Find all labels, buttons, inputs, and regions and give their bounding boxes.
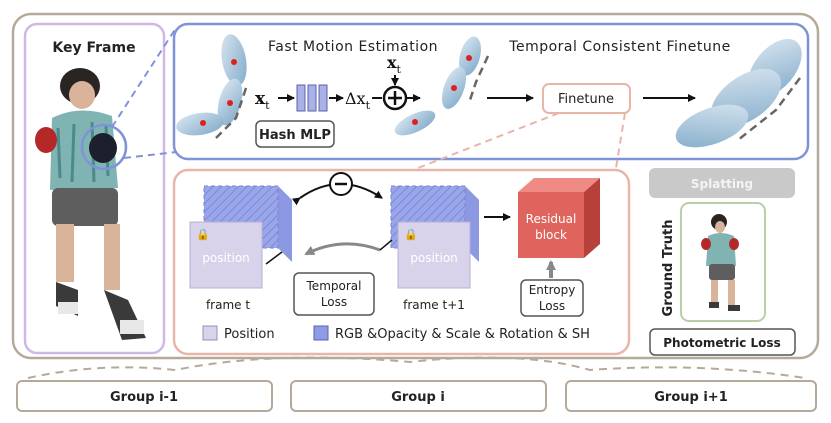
zoom-line-top xyxy=(111,27,177,128)
input-x-label: xt xyxy=(255,89,270,112)
group-prev xyxy=(16,380,273,412)
gaussian-cluster-input xyxy=(176,34,248,139)
detail-line-left xyxy=(417,112,560,169)
photometric-loss-box xyxy=(649,328,796,356)
add-x-label: xt xyxy=(387,53,402,76)
temporal-finetune-title: Temporal Consistent Finetune xyxy=(508,39,730,55)
finetune-label: Finetune xyxy=(558,92,614,107)
cube-frame-t: 🔒 position xyxy=(189,185,292,289)
connector-left xyxy=(265,251,283,265)
main-container xyxy=(11,12,820,360)
group-connector xyxy=(27,356,806,379)
group-current-label: Group i xyxy=(391,390,445,405)
zoom-line-bottom xyxy=(123,151,177,159)
frame-t-label: frame t xyxy=(206,298,250,312)
legend-attributes-swatch xyxy=(313,325,329,341)
svg-text:🔒: 🔒 xyxy=(196,228,210,241)
gaussian-cluster-moved xyxy=(394,36,490,136)
detail-line-right xyxy=(615,112,626,169)
fast-motion-title: Fast Motion Estimation xyxy=(268,39,438,55)
finetune-box xyxy=(542,83,631,114)
svg-text:🔒: 🔒 xyxy=(404,228,418,241)
group-current xyxy=(290,380,547,412)
ground-truth-figure xyxy=(701,214,740,311)
temporal-loss-box xyxy=(293,272,375,316)
temporal-loss-line1: Temporal xyxy=(306,279,362,293)
connector-right xyxy=(379,239,393,251)
ground-truth-label: Ground Truth xyxy=(661,220,676,317)
delta-x-label: Δxt xyxy=(345,89,371,112)
legend-position-swatch xyxy=(202,325,218,341)
group-prev-label: Group i-1 xyxy=(110,390,178,405)
splatting-label: Splatting xyxy=(691,177,753,191)
hash-mlp-label: Hash MLP xyxy=(259,128,331,143)
frame-t1-label: frame t+1 xyxy=(403,298,465,312)
gaussian-cluster-finetuned xyxy=(675,38,802,148)
position-label-left: position xyxy=(202,251,250,265)
photometric-loss-label: Photometric Loss xyxy=(663,336,780,350)
legend-attributes-label: RGB &Opacity & Scale & Rotation & SH xyxy=(335,327,590,342)
hash-mlp-box xyxy=(255,120,335,148)
minus-operator-icon xyxy=(329,172,353,196)
boxer-figure xyxy=(35,68,146,340)
entropy-line2: Loss xyxy=(539,299,565,313)
key-frame-panel: Key Frame xyxy=(23,22,166,355)
temporal-arrow xyxy=(304,242,381,256)
group-next-label: Group i+1 xyxy=(654,390,728,405)
legend-position-label: Position xyxy=(224,327,275,342)
add-operator-icon xyxy=(382,85,408,111)
group-next xyxy=(565,380,817,412)
residual-block-cube xyxy=(518,178,600,258)
temporal-loss-line2: Loss xyxy=(321,295,347,309)
residual-line1: Residual xyxy=(526,212,577,226)
entropy-line1: Entropy xyxy=(529,283,576,297)
splatting-box xyxy=(649,168,795,198)
entropy-loss-box xyxy=(520,279,584,317)
position-label-right: position xyxy=(410,251,458,265)
residual-line2: block xyxy=(535,228,567,242)
cube-frame-t1: 🔒 position xyxy=(390,185,479,289)
key-frame-title: Key Frame xyxy=(52,40,135,56)
mlp-blocks-icon xyxy=(296,84,328,112)
zoom-circle xyxy=(80,123,128,171)
